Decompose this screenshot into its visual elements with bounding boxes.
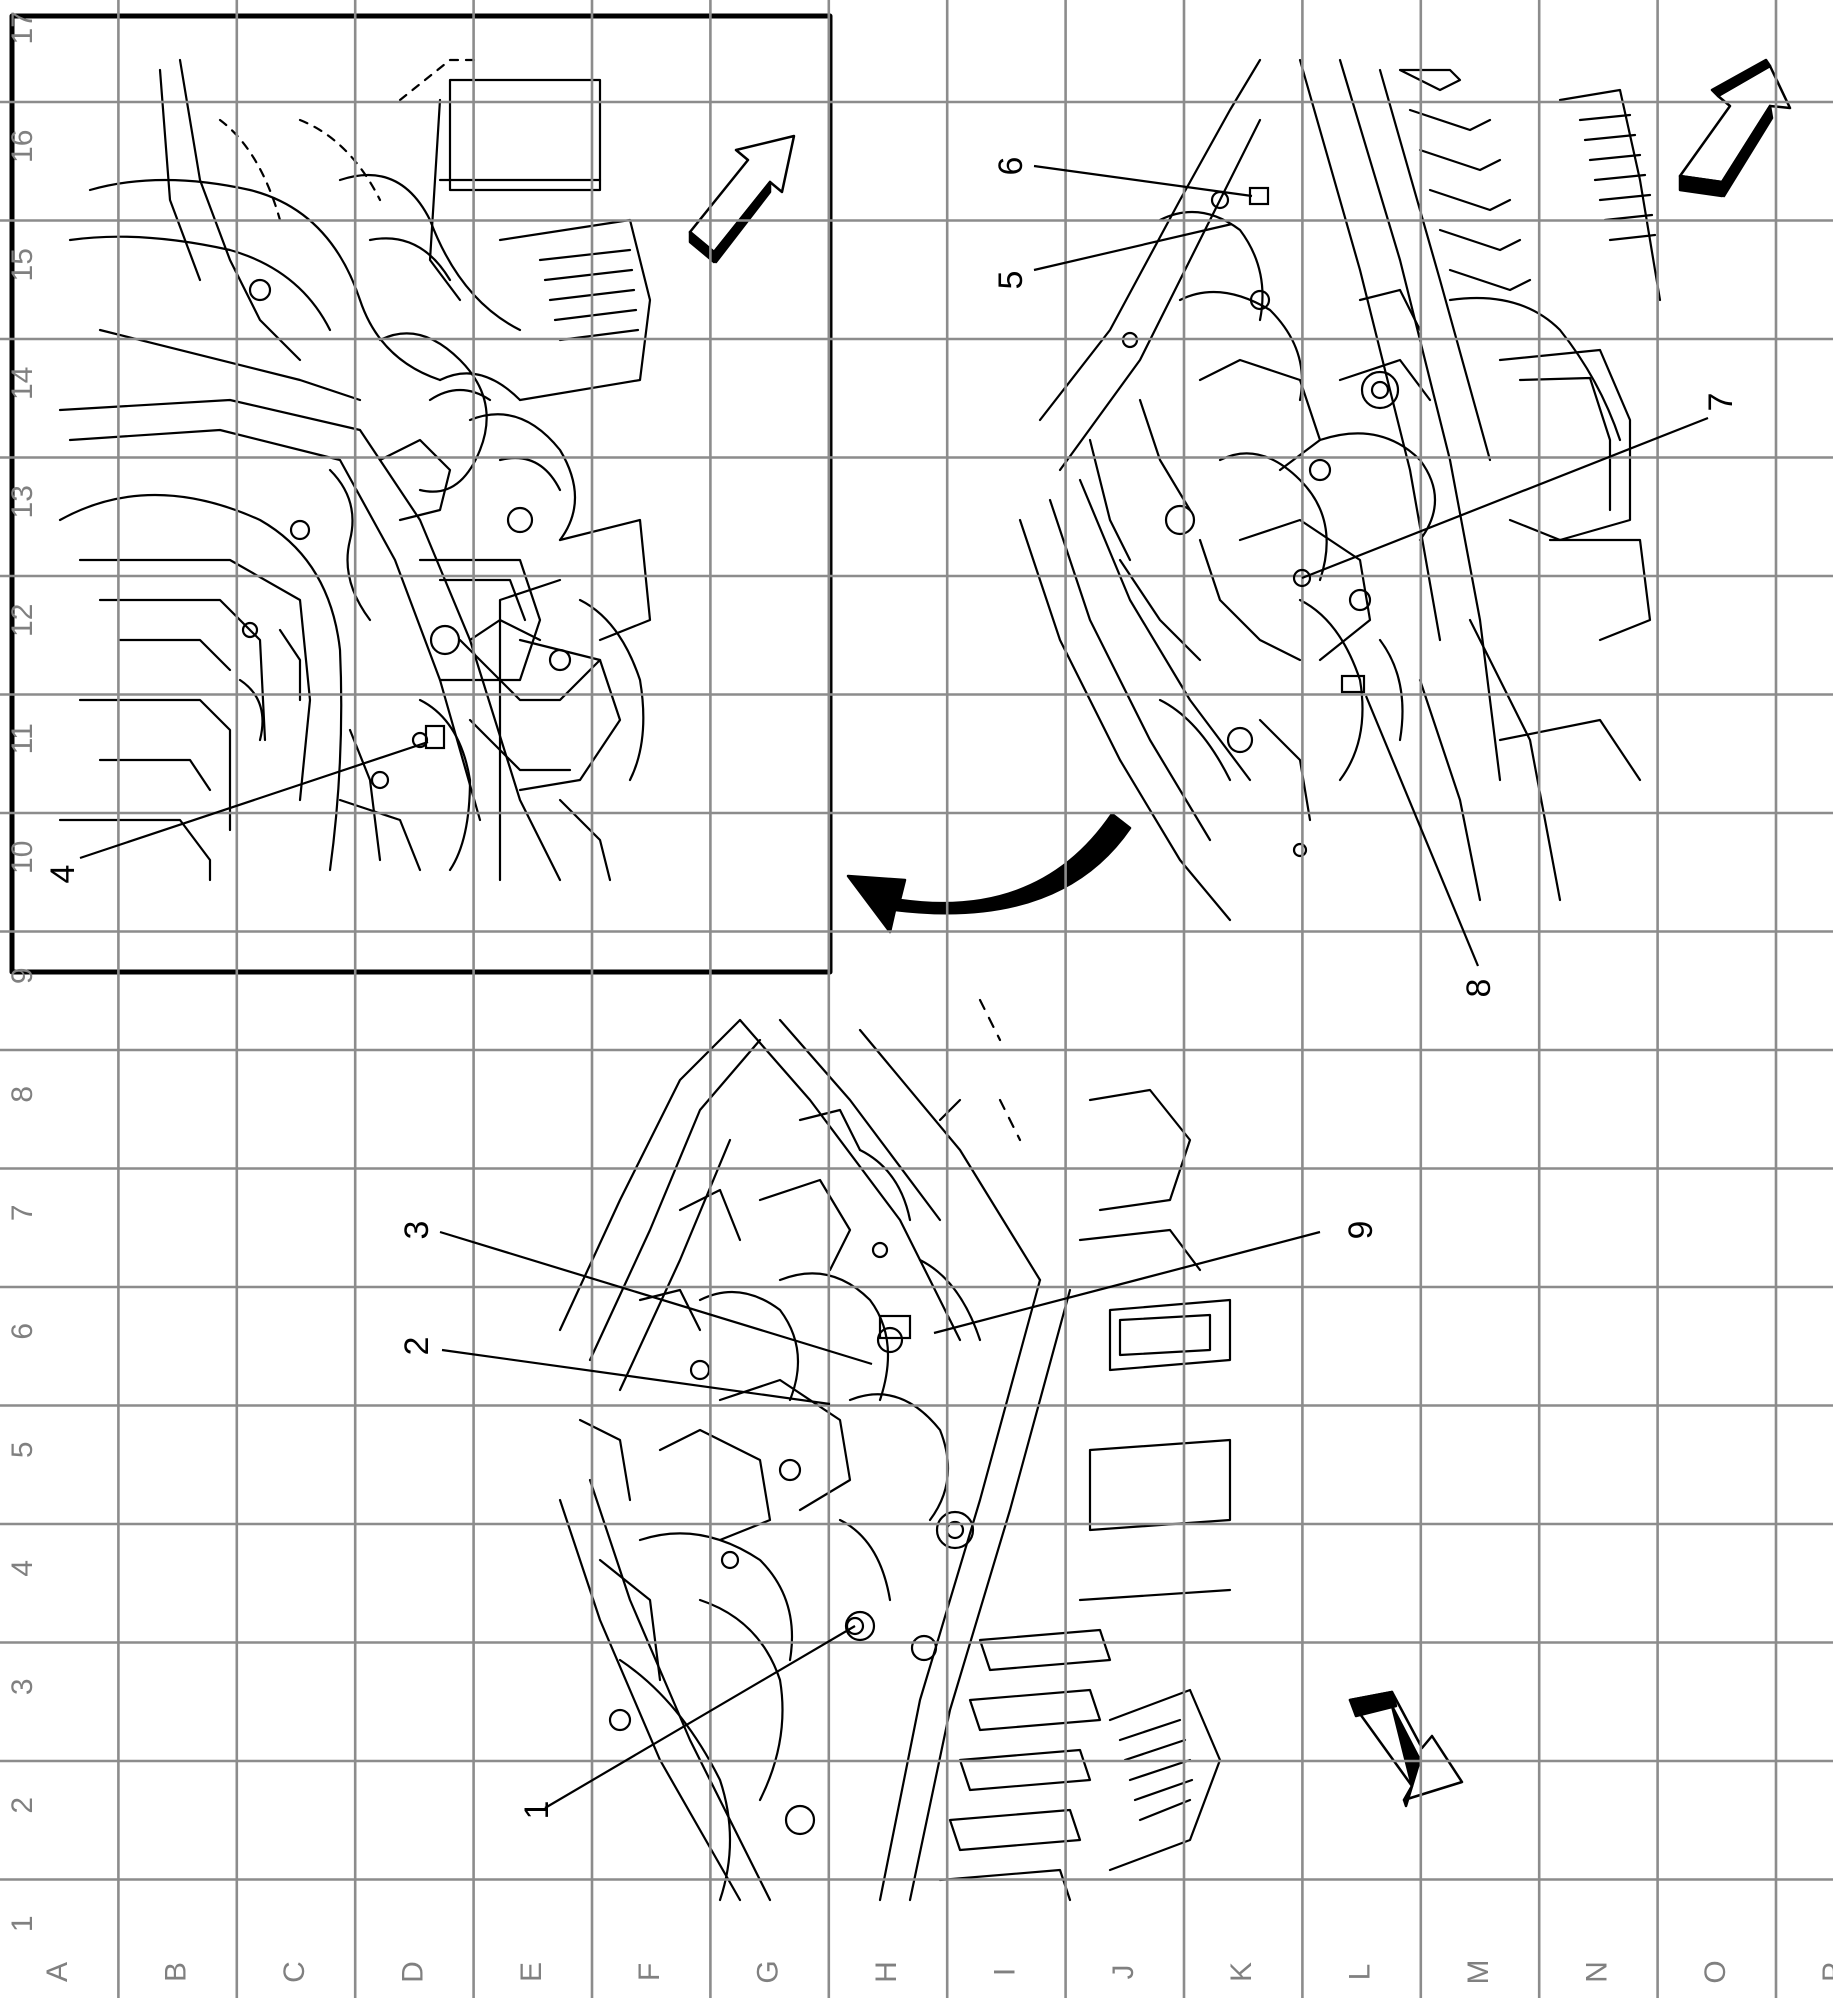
grid-column-label: D xyxy=(396,1961,429,1983)
callout-9: 9 xyxy=(1342,1221,1380,1240)
grid-column-label: H xyxy=(870,1961,903,1983)
grid-row-label: 12 xyxy=(6,604,39,637)
grid-column-label: G xyxy=(752,1960,785,1983)
grid-column-label: F xyxy=(633,1963,666,1981)
grid-row-label: 16 xyxy=(6,130,39,163)
grid-column-label: M xyxy=(1462,1960,1495,1985)
grid-column-label: O xyxy=(1699,1960,1732,1983)
grid-column-label: A xyxy=(41,1962,74,1982)
callout-3-leader xyxy=(439,1230,873,1366)
callout-6-point xyxy=(1248,186,1270,206)
grid-row-label: 5 xyxy=(6,1441,39,1458)
callout-3: 3 xyxy=(398,1221,436,1240)
grid-column-label: K xyxy=(1225,1962,1258,1982)
callout-8-point xyxy=(1340,674,1366,694)
callout-4-point xyxy=(424,724,446,750)
callout-7-point xyxy=(1292,568,1312,588)
callout-5: 5 xyxy=(992,271,1030,290)
callout-6-leader xyxy=(1033,164,1253,198)
grid-row-label: 7 xyxy=(6,1204,39,1221)
grid-row-label: 11 xyxy=(6,723,39,754)
grid-column-label: L xyxy=(1344,1964,1377,1981)
line-art xyxy=(9,13,1662,1902)
grid-column-label: N xyxy=(1580,1961,1613,1983)
callout-9-point xyxy=(878,1314,912,1340)
grid-row-label: 2 xyxy=(6,1797,39,1814)
grid-row-label: 4 xyxy=(6,1560,39,1577)
callout-4: 4 xyxy=(44,865,82,884)
callout-8-leader xyxy=(1364,695,1480,967)
grid-row-label: 8 xyxy=(6,1086,39,1103)
lower-view-drawing xyxy=(558,998,1232,1902)
direction-arrows xyxy=(688,58,1792,1808)
forward-arrow-icon xyxy=(1678,58,1792,198)
grid-column-label: I xyxy=(988,1968,1021,1976)
callout-7-leader xyxy=(1301,416,1709,580)
grid-column-label: E xyxy=(515,1962,548,1982)
grid-row-label: 3 xyxy=(6,1678,39,1695)
grid-row-label: 6 xyxy=(6,1323,39,1340)
callout-2-leader xyxy=(441,1348,831,1406)
grid-column-label: C xyxy=(278,1961,311,1983)
grid-row-label: 1 xyxy=(6,1915,39,1932)
callout-1-leader xyxy=(544,1625,856,1809)
grid-column-label: P xyxy=(1817,1962,1833,1982)
callout-9-leader xyxy=(933,1230,1321,1335)
callout-2: 2 xyxy=(398,1337,436,1356)
grid-row-label: 10 xyxy=(6,841,39,874)
callout-leaders xyxy=(79,164,1709,1809)
detail-view-frame xyxy=(9,13,833,975)
forward-arrow-icon xyxy=(1348,1690,1464,1808)
grid-column-label: B xyxy=(160,1962,193,1982)
grid-column-labels: A B C D E F G H I J K L M N O P xyxy=(41,1960,1833,1985)
callout-7: 7 xyxy=(1702,393,1740,412)
grid-row-label: 14 xyxy=(6,367,39,400)
grid-row-label: 13 xyxy=(6,485,39,518)
upper-right-view-drawing xyxy=(1018,58,1662,922)
grid-column-label: J xyxy=(1107,1965,1140,1980)
callout-labels: 1 2 3 4 5 6 7 8 9 xyxy=(44,157,1740,1820)
callout-5-leader xyxy=(1033,222,1233,272)
callout-4-leader xyxy=(79,740,429,860)
grid-row-label: 15 xyxy=(6,248,39,281)
callout-1: 1 xyxy=(518,1801,556,1820)
forward-arrow-icon xyxy=(688,134,796,264)
callout-6: 6 xyxy=(992,157,1030,176)
grid-row-label: 17 xyxy=(6,11,39,44)
callout-8: 8 xyxy=(1460,979,1498,998)
grid-row-label: 9 xyxy=(6,967,39,984)
callout-1-point xyxy=(845,1616,865,1636)
curved-arrow-icon xyxy=(846,812,1132,934)
